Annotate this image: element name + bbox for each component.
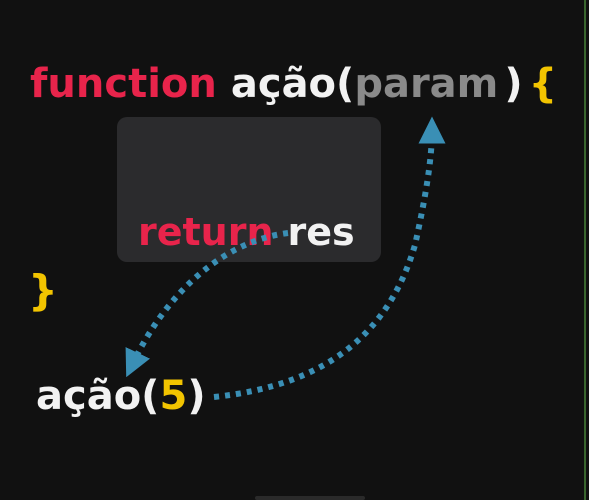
function-declaration-line: function ação(param){: [30, 64, 557, 104]
return-to-call-arrow: [125, 230, 289, 378]
return-keyword: return: [138, 210, 274, 254]
function-body-highlight: [117, 117, 381, 262]
return-statement-line: return res: [138, 213, 355, 251]
function-keyword: function: [30, 61, 217, 107]
function-close-brace: }: [28, 266, 58, 315]
call-function-name: ação(: [36, 373, 160, 419]
right-edge-divider: [584, 0, 586, 500]
bottom-indicator: [255, 496, 365, 500]
call-close-paren: ): [187, 373, 206, 419]
function-parameter: param: [354, 61, 499, 107]
return-value: res: [287, 210, 355, 254]
function-call-line: ação(5): [36, 376, 206, 416]
function-open-brace: {: [528, 61, 558, 107]
function-close-paren: ): [504, 61, 523, 107]
function-name: ação(: [230, 61, 355, 107]
argument-to-param-arrow: [213, 116, 446, 400]
call-argument: 5: [159, 373, 188, 419]
